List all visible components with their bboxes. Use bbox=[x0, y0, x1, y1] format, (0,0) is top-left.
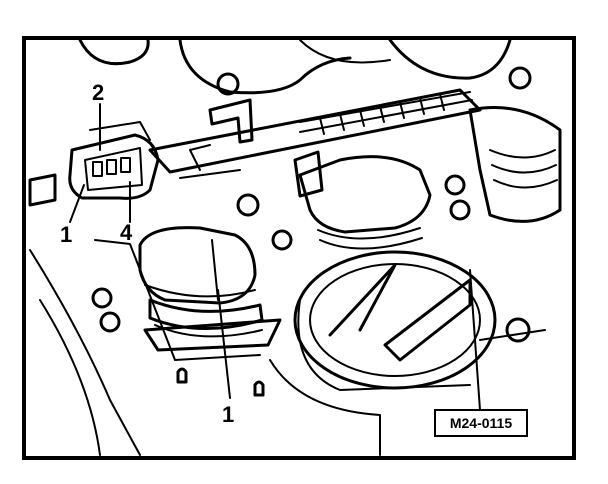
reference-code-box bbox=[434, 409, 528, 437]
leader-line-1-left bbox=[69, 184, 85, 223]
engine-illustration bbox=[28, 38, 562, 456]
callout-label-2: 2 bbox=[92, 80, 104, 105]
leader-line-1-bottom bbox=[217, 289, 231, 399]
callout-label-1-bottom: 1 bbox=[222, 402, 234, 427]
diagram-frame bbox=[22, 36, 576, 460]
reference-code: M24-0115 bbox=[450, 415, 512, 431]
leader-line-ref bbox=[469, 269, 481, 411]
callout-label-1-left: 1 bbox=[60, 222, 72, 247]
callout-label-4: 4 bbox=[120, 220, 133, 245]
